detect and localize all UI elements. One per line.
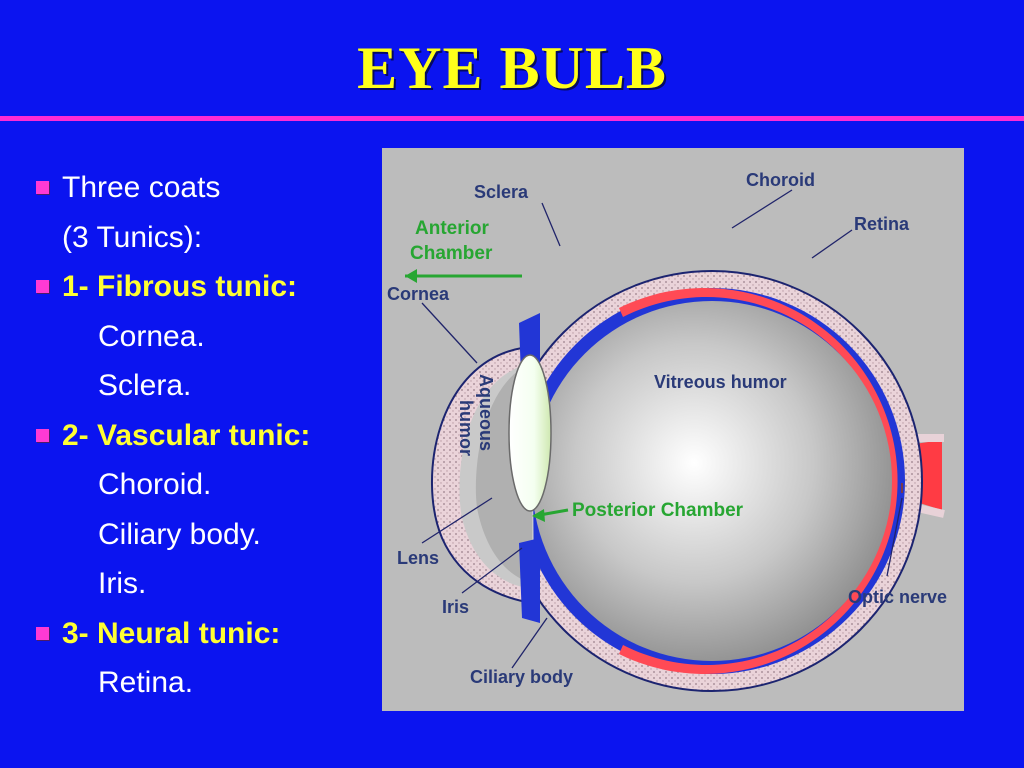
sub-item-text: Retina. [98, 666, 194, 699]
bullet-text: 1- Fibrous tunic: [62, 270, 297, 303]
leader-retina [811, 229, 853, 259]
leader-cornea [421, 302, 478, 364]
sub-item-text: Choroid. [98, 468, 212, 501]
sub-item: Iris. [34, 562, 374, 612]
label-choroid: Choroid [746, 170, 815, 190]
label-sclera: Sclera [474, 182, 529, 202]
leader-ciliary [511, 617, 548, 669]
bullet-continuation: (3 Tunics): [34, 216, 374, 266]
label-aqueous: Aqueous [476, 374, 496, 451]
leader-sclera [541, 202, 561, 247]
bullet-text: 2- Vascular tunic: [62, 418, 311, 452]
label-cornea: Cornea [387, 284, 450, 304]
sub-item: Choroid. [34, 463, 374, 513]
label-humor: humor [456, 400, 476, 456]
bullet-square-icon [36, 181, 49, 194]
label-chamber: Chamber [410, 243, 493, 264]
bullet-heading: 3- Neural tunic: [34, 612, 374, 662]
bullet-square-icon [36, 626, 49, 640]
anterior-arrow-head-icon [405, 269, 417, 283]
sub-item: Sclera. [34, 364, 374, 414]
sub-item-text: Cornea. [98, 319, 205, 353]
label-ciliary-body: Ciliary body [470, 667, 573, 687]
bullet-heading: 2- Vascular tunic: [34, 414, 374, 464]
leader-lens [421, 497, 493, 544]
bullet-list: Three coats (3 Tunics): 1- Fibrous tunic… [34, 166, 374, 711]
bullet-item: Three coats [34, 166, 374, 216]
bullet-heading: 1- Fibrous tunic: [34, 265, 374, 315]
sub-item: Ciliary body. [34, 513, 374, 563]
leader-iris [461, 547, 523, 594]
leader-lines [421, 189, 903, 669]
title-divider [0, 116, 1024, 121]
bullet-text: 3- Neural tunic: [62, 616, 281, 650]
bullet-square-icon [36, 428, 49, 442]
label-optic-nerve: Optic nerve [848, 587, 947, 607]
leader-optic [886, 497, 903, 577]
lens-shape [508, 354, 552, 512]
label-iris: Iris [442, 597, 469, 617]
leader-choroid [731, 189, 793, 229]
label-anterior: Anterior [415, 218, 490, 239]
posterior-arrow-head-icon [532, 509, 545, 522]
sub-item: Cornea. [34, 315, 374, 365]
vitreous-body-shape [532, 301, 892, 661]
label-retina: Retina [854, 214, 910, 234]
iris-lower-shape [519, 538, 540, 623]
label-lens: Lens [397, 548, 439, 568]
bullet-text: (3 Tunics): [62, 220, 203, 254]
sub-item-text: Ciliary body. [98, 517, 261, 551]
bullet-square-icon [36, 280, 49, 293]
bullet-text: Three coats [62, 171, 221, 204]
sub-item-text: Sclera. [98, 369, 192, 402]
sub-item-text: Iris. [98, 567, 147, 600]
label-posterior-chamber: Posterior Chamber [572, 500, 744, 521]
eye-diagram-svg: Sclera Choroid Retina Anterior Chamber C… [387, 170, 947, 692]
eye-diagram: Sclera Choroid Retina Anterior Chamber C… [382, 148, 964, 711]
sub-item: Retina. [34, 661, 374, 711]
slide-title: EYE BULB [357, 35, 667, 101]
label-vitreous-humor: Vitreous humor [654, 372, 787, 392]
